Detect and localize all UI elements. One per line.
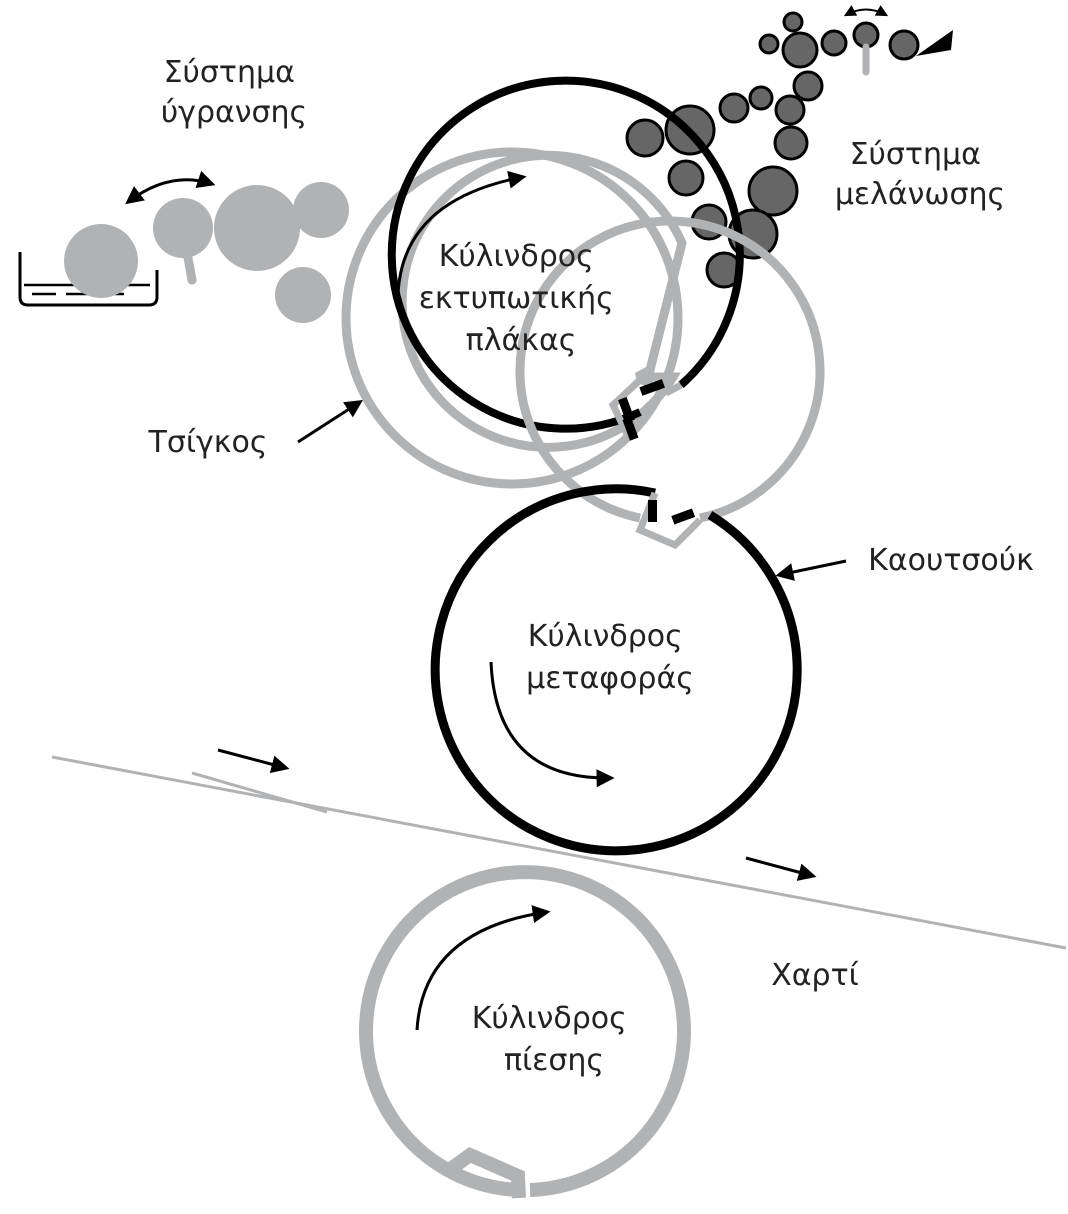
blanket bbox=[430, 484, 802, 856]
paper bbox=[51, 748, 1067, 950]
blanket-label: Καουτσούκ bbox=[868, 543, 1034, 578]
dampening-roller-top bbox=[293, 182, 349, 238]
ink-roller bbox=[747, 165, 799, 217]
plate-pointer-arrow bbox=[297, 400, 364, 444]
paper-sheet-line bbox=[191, 771, 328, 814]
paper-sheet-line bbox=[51, 755, 1067, 950]
ink-fountain bbox=[843, 5, 953, 76]
plate-gap bbox=[608, 375, 683, 442]
ink-roller bbox=[792, 70, 824, 102]
impression-cylinder bbox=[359, 865, 691, 1199]
ink-roller bbox=[718, 92, 750, 124]
blanket-gap bbox=[635, 491, 703, 550]
ductor-motion-arrow bbox=[125, 170, 216, 205]
ductor-arm bbox=[178, 225, 197, 285]
inking-system-label: Σύστημα μελάνωσης bbox=[835, 137, 1005, 212]
impression-rotation-arrow bbox=[415, 905, 551, 1031]
ink-roller bbox=[820, 29, 848, 57]
ink-roller bbox=[888, 29, 920, 61]
blanket-cylinder-label: Κύλινδρος μεταφοράς bbox=[526, 619, 694, 696]
paper-feed-arrow bbox=[745, 856, 817, 881]
plate-rotation-arrow bbox=[396, 170, 527, 296]
fountain-roller bbox=[64, 224, 138, 298]
blanket-rotation-arrow bbox=[489, 661, 615, 788]
ink-roller bbox=[774, 94, 806, 126]
dampening-system-label: Σύστημα ύγρανσης bbox=[161, 55, 307, 130]
plate-label: Τσίγκος bbox=[148, 425, 268, 460]
impression-cylinder-label: Κύλινδρος πίεσης bbox=[472, 1001, 637, 1078]
ink-roller bbox=[748, 85, 774, 111]
paper-feed-arrow bbox=[217, 748, 290, 774]
dampening-roller-large bbox=[214, 185, 300, 271]
dampening-system bbox=[18, 170, 349, 323]
blanket-pointer-arrow bbox=[775, 559, 847, 581]
ink-roller bbox=[625, 118, 665, 158]
ink-roller bbox=[773, 125, 809, 161]
impression-gap bbox=[447, 1146, 526, 1199]
paper-label: Χαρτί bbox=[771, 958, 859, 993]
blanket-cylinder bbox=[430, 216, 825, 856]
ink-roller bbox=[852, 21, 880, 49]
ink-roller bbox=[782, 11, 804, 33]
ink-ductor-motion-arrow bbox=[843, 5, 889, 17]
ink-roller bbox=[758, 33, 780, 55]
plate-cylinder-label: Κύλινδρος εκτυπωτικής πλάκας bbox=[419, 239, 624, 358]
ink-roller bbox=[781, 31, 819, 69]
ink-roller bbox=[667, 159, 705, 197]
dampening-roller-bottom bbox=[275, 267, 331, 323]
